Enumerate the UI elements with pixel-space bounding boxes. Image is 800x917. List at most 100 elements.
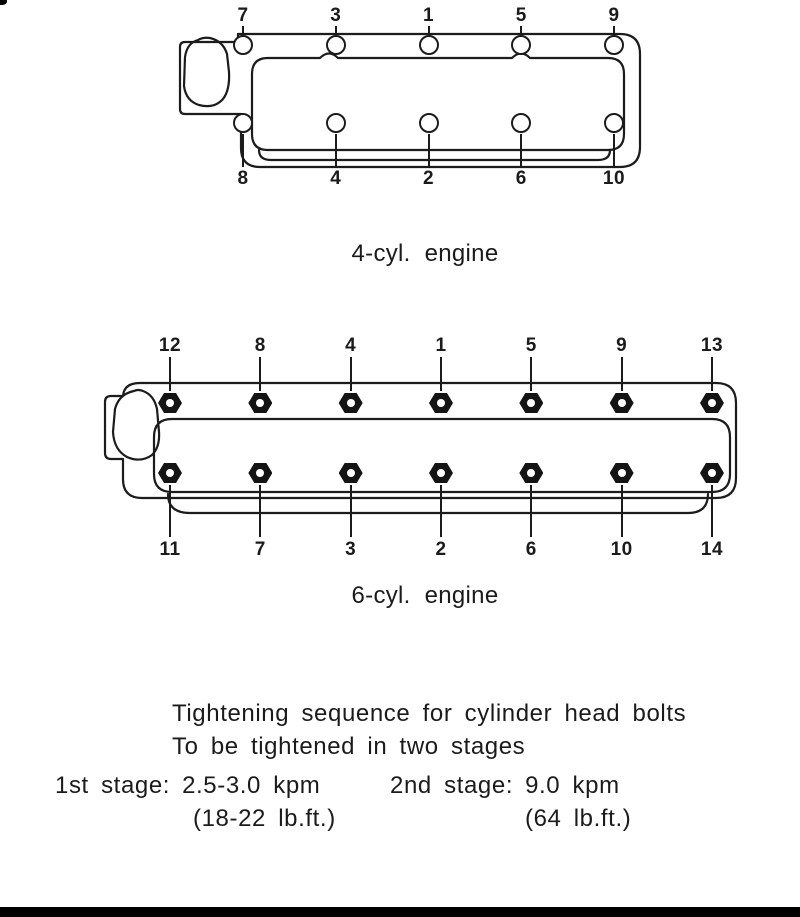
bolt-hole [256, 469, 265, 477]
stage1-detail: (18-22 lb.ft.) [193, 805, 336, 832]
four-cyl-bottom-sequence-number-2: 2 [422, 168, 435, 189]
four-cyl-top-sequence-number-3: 3 [330, 5, 342, 26]
bolt-hole [346, 399, 355, 407]
four-cyl-top-sequence-number-9: 9 [608, 5, 620, 26]
four-cyl-top-bolt-7 [233, 35, 253, 55]
four-cyl-bottom-flange [257, 148, 612, 162]
six-cyl-top-sequence-number-4: 4 [345, 335, 357, 356]
six-cyl-top-sequence-number-9: 9 [616, 335, 628, 356]
leader-line [520, 26, 523, 36]
six-cyl-top-sequence-number-5: 5 [525, 335, 537, 356]
four-cyl-bottom-sequence-number-10: 10 [602, 168, 626, 189]
stage1-spec: 1st stage: 2.5-3.0 kpm [55, 772, 320, 800]
bolt-hole [436, 469, 445, 477]
leader-line [427, 134, 430, 167]
six-cyl-top-bolt-13 [699, 393, 724, 413]
four-cyl-bottom-bolt-2 [418, 113, 439, 133]
stage1-value: 2.5-3.0 kpm [182, 772, 321, 799]
six-cyl-bottom-bolt-11 [158, 463, 182, 483]
bolt-hole [166, 399, 174, 407]
six-cyl-top-bolt-4 [338, 393, 363, 413]
six-cyl-top-bolt-9 [609, 393, 634, 413]
six-cyl-bottom-sequence-number-7: 7 [254, 539, 266, 560]
leader-line [259, 485, 262, 537]
four-cyl-bottom-sequence-number-6: 6 [515, 168, 527, 189]
six-cyl-top-sequence-number-12: 12 [158, 335, 182, 356]
four-cyl-top-bolt-3 [325, 35, 346, 55]
four-cyl-bottom-sequence-number-8: 8 [237, 168, 249, 189]
six-cyl-bottom-bolt-2 [428, 463, 453, 483]
bolt-hole [617, 469, 626, 477]
leader-line [349, 357, 352, 391]
bolt-hole [256, 399, 265, 407]
leader-line [520, 134, 523, 167]
bolt-hole [346, 469, 355, 477]
leader-line [620, 357, 623, 391]
bolt-hole [527, 469, 536, 477]
six-cyl-top-sequence-number-8: 8 [254, 335, 266, 356]
four-cyl-bottom-bolt-6 [511, 113, 532, 133]
stage2-spec: 2nd stage: 9.0 kpm [390, 772, 620, 800]
six-cyl-top-bolt-5 [519, 393, 544, 413]
four-cyl-bottom-bolt-8 [233, 113, 253, 133]
leader-line [613, 134, 615, 167]
leader-line [427, 26, 430, 36]
bolt-hole [436, 399, 445, 407]
four-cyl-head-outline [178, 32, 642, 169]
scan-artifact-corner [0, 0, 7, 5]
six-cyl-top-bolt-1 [428, 393, 453, 413]
six-cyl-bottom-sequence-number-3: 3 [345, 539, 357, 560]
four-cyl-bottom-sequence-number-4: 4 [330, 168, 342, 189]
leader-line [530, 485, 533, 537]
six-cyl-bottom-sequence-number-10: 10 [610, 539, 633, 560]
six-cyl-bottom-sequence-number-6: 6 [525, 539, 537, 560]
six-cyl-bottom-bolt-6 [519, 463, 544, 483]
caption-4cyl: 4-cyl. engine [351, 240, 499, 267]
six-cyl-bottom-bolt-3 [338, 463, 363, 483]
note-subtitle: To be tightened in two stages [172, 733, 526, 760]
leader-line [242, 26, 244, 36]
six-cyl-bottom-sequence-number-14: 14 [700, 539, 724, 560]
leader-line [349, 485, 352, 537]
stage2-value: 9.0 kpm [525, 772, 620, 799]
stage1-label: 1st stage: [55, 772, 171, 799]
leader-line [334, 26, 337, 36]
bolt-hole [527, 399, 536, 407]
six-cyl-head-outline [103, 381, 738, 500]
bolt-hole [617, 399, 626, 407]
stage2-detail: (64 lb.ft.) [525, 805, 632, 832]
four-cyl-top-sequence-number-1: 1 [422, 5, 435, 26]
six-cyl-bottom-bolt-10 [609, 463, 634, 483]
leader-line [169, 357, 171, 391]
caption-6cyl: 6-cyl. engine [351, 582, 499, 609]
four-cyl-top-sequence-number-7: 7 [237, 5, 249, 26]
leader-line [613, 26, 615, 36]
leader-line [334, 134, 337, 167]
leader-line [710, 485, 713, 537]
six-cyl-housing-blob [111, 388, 161, 461]
bolt-hole [707, 469, 716, 477]
four-cyl-top-bolt-9 [604, 35, 624, 55]
six-cyl-bottom-flange [166, 492, 710, 515]
four-cyl-bottom-bolt-10 [604, 113, 624, 133]
bolt-hole [707, 399, 716, 407]
six-cyl-bottom-sequence-number-2: 2 [435, 539, 447, 560]
note-title: Tightening sequence for cylinder head bo… [172, 700, 687, 727]
six-cyl-top-sequence-number-1: 1 [435, 335, 447, 356]
six-cyl-top-sequence-number-13: 13 [700, 335, 724, 356]
leader-line [169, 485, 171, 537]
four-cyl-top-bolt-1 [418, 35, 439, 55]
four-cyl-top-sequence-number-5: 5 [515, 5, 527, 26]
leader-line [620, 485, 623, 537]
leader-line [530, 357, 533, 391]
six-cyl-bottom-bolt-14 [699, 463, 724, 483]
stage2-label: 2nd stage: [390, 772, 514, 799]
four-cyl-bottom-bolt-4 [325, 113, 346, 133]
leader-line [710, 357, 713, 391]
leader-line [439, 357, 442, 391]
four-cyl-housing-blob [182, 36, 231, 108]
six-cyl-top-bolt-8 [248, 393, 273, 413]
six-cyl-bottom-bolt-7 [248, 463, 273, 483]
four-cyl-gasket-line [250, 52, 626, 152]
